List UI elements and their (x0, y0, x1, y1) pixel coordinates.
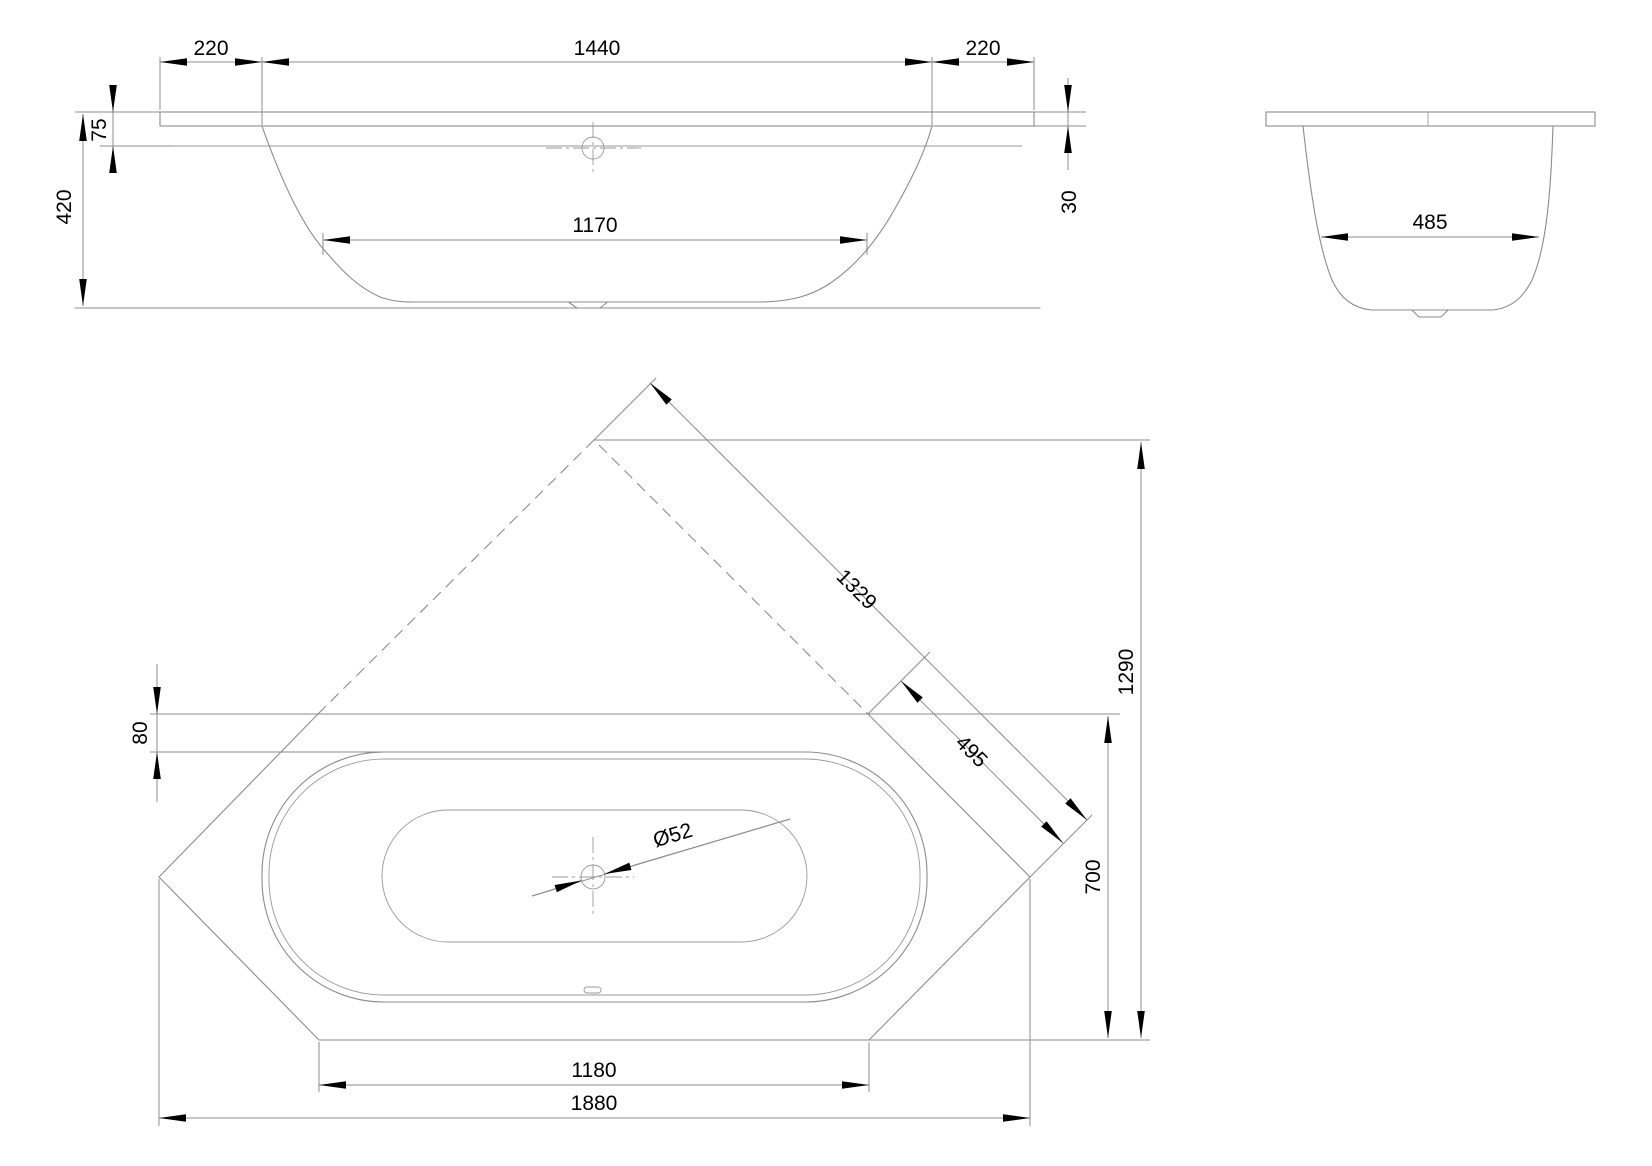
drain-foot (568, 301, 608, 309)
dim-line-495 (900, 680, 1064, 844)
extension-lines (159, 57, 1035, 125)
dim-bottom-length: 1170 (322, 214, 868, 255)
dim-label-80: 80 (129, 721, 152, 744)
dim-label-1180: 1180 (571, 1059, 616, 1082)
dim-corner-edge: 1329 (649, 382, 1088, 821)
dim-height: 420 (53, 114, 87, 306)
dim-corner-segment: 495 (900, 680, 1064, 844)
overflow-mark (583, 986, 602, 994)
dim-label-485: 485 (1412, 211, 1447, 234)
tub-body-outline-side (1302, 125, 1554, 311)
dim-label-1440: 1440 (574, 37, 621, 60)
dim-label-1290: 1290 (1115, 649, 1138, 696)
dim-label-420: 420 (53, 189, 76, 224)
dim-rim-to-waterline: 75 (75, 85, 172, 173)
dim-label-30: 30 (1058, 190, 1081, 213)
dim-label-75: 75 (88, 118, 111, 141)
corner-installation-dashed-edges (317, 439, 869, 715)
dim-deck-width: 80 (129, 664, 392, 802)
diagonal-extension-lines (593, 377, 1093, 878)
dim-label-220-left: 220 (193, 37, 228, 60)
basin-floor-outline (381, 809, 808, 943)
rim-opening-outer (261, 751, 928, 1003)
horizontal-extension-lines (594, 439, 1150, 1041)
arrow-stub (604, 818, 791, 875)
extension-lines (158, 879, 1031, 1126)
dim-bottom-width: 485 (1321, 211, 1539, 241)
tub-body-outline (261, 125, 933, 303)
tub-rim-profile-side (1265, 111, 1596, 127)
dim-bottom-lengths: 1180 1880 (158, 879, 1031, 1126)
plan-view: Ø52 1329 495 700 1290 (129, 377, 1150, 1126)
extension-lines (1034, 111, 1086, 127)
dim-label-1170: 1170 (572, 214, 617, 237)
extension-lines (150, 713, 392, 753)
side-elevation-view: 485 (1265, 111, 1596, 318)
tub-rim-profile (159, 111, 1035, 127)
dim-label-220-right: 220 (965, 37, 1000, 60)
dim-tub-width: 700 (1082, 716, 1112, 1038)
dim-drain-diameter: Ø52 (531, 818, 791, 897)
dim-rim-thickness: 30 (1034, 78, 1086, 214)
front-elevation-view: 220 1440 220 75 420 1170 (53, 37, 1086, 309)
dim-top-width: 220 1440 220 (159, 37, 1035, 125)
arrow-stub (531, 880, 582, 897)
drain-foot-side (1411, 309, 1449, 318)
dim-overall-depth: 1290 (1115, 442, 1145, 1038)
rim-opening-inner (268, 758, 921, 996)
dim-label-700: 700 (1082, 859, 1105, 894)
dim-label-drain: Ø52 (651, 819, 696, 852)
dim-label-1880: 1880 (571, 1092, 618, 1115)
